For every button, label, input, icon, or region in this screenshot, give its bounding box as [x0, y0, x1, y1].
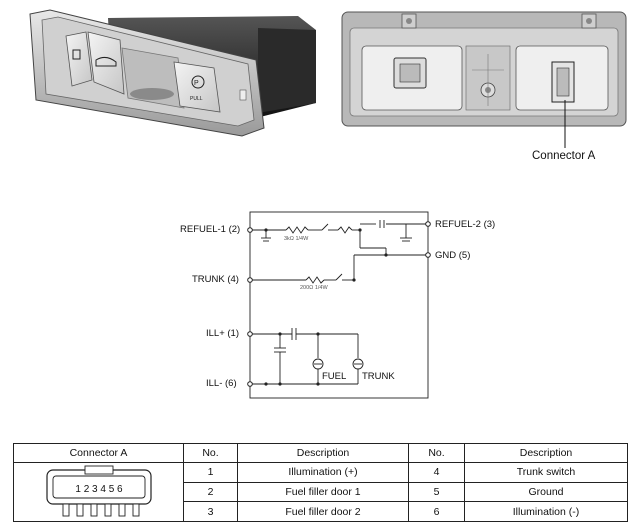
lamp-trunk-label: TRUNK — [362, 371, 395, 382]
pin-no: 4 — [408, 462, 465, 483]
connector-a-callout: Connector A — [532, 150, 596, 162]
switch-rear-photo — [340, 10, 628, 128]
pin-desc: Illumination (+) — [237, 462, 409, 483]
terminal-ill-minus-label: ILL- (6) — [206, 378, 237, 389]
header-no-a: No. — [183, 443, 238, 463]
pin-table: Connector A No. Description No. Descript… — [13, 443, 628, 522]
terminal-refuel1-label: REFUEL-1 (2) — [180, 224, 241, 235]
terminal-gnd-label: GND (5) — [435, 250, 471, 261]
pin-no: 5 — [408, 481, 465, 503]
connector-a-drawing: 1 2 3 4 5 6 — [45, 465, 152, 517]
circuit-diagram — [247, 211, 431, 399]
table-row: 3 Fuel filler door 2 6 Illumination (-) — [14, 501, 628, 522]
pull-label: PULL — [190, 96, 203, 102]
resistor-r1-label: 3kΩ 1/4W — [284, 236, 309, 242]
terminal-trunk-label: TRUNK (4) — [192, 274, 239, 285]
pin-no: 1 — [183, 462, 238, 483]
lamp-fuel-label: FUEL — [322, 371, 347, 382]
connector-a-drawing-cell: 1 2 3 4 5 6 — [13, 462, 184, 522]
header-no-b: No. — [408, 443, 465, 463]
pin-desc: Fuel filler door 2 — [237, 501, 409, 522]
header-desc-b: Description — [464, 443, 628, 463]
connector-pin-numbers: 1 2 3 4 5 6 — [75, 484, 123, 495]
table-row: 1 2 3 4 5 6 1 Illumination (+) 4 Trunk s… — [13, 462, 628, 522]
resistor-r2-label: 200Ω 1/4W — [300, 285, 328, 291]
pin-desc: Illumination (-) — [464, 501, 628, 522]
terminal-refuel2-label: REFUEL-2 (3) — [435, 219, 496, 230]
header-desc-a: Description — [237, 443, 409, 463]
header-connector: Connector A — [13, 443, 184, 463]
pin-no: 6 — [408, 501, 465, 522]
pin-desc: Ground — [464, 481, 628, 503]
pin-desc: Fuel filler door 1 — [237, 481, 409, 503]
svg-text:P: P — [194, 80, 199, 87]
switch-assembly-photo: P PULL — [28, 8, 333, 138]
table-header-row: Connector A No. Description No. Descript… — [13, 443, 628, 463]
pin-no: 2 — [183, 481, 238, 503]
pin-no: 3 — [183, 501, 238, 522]
callout-line — [564, 100, 566, 148]
terminal-ill-plus-label: ILL+ (1) — [206, 328, 240, 339]
pin-desc: Trunk switch — [464, 462, 628, 483]
